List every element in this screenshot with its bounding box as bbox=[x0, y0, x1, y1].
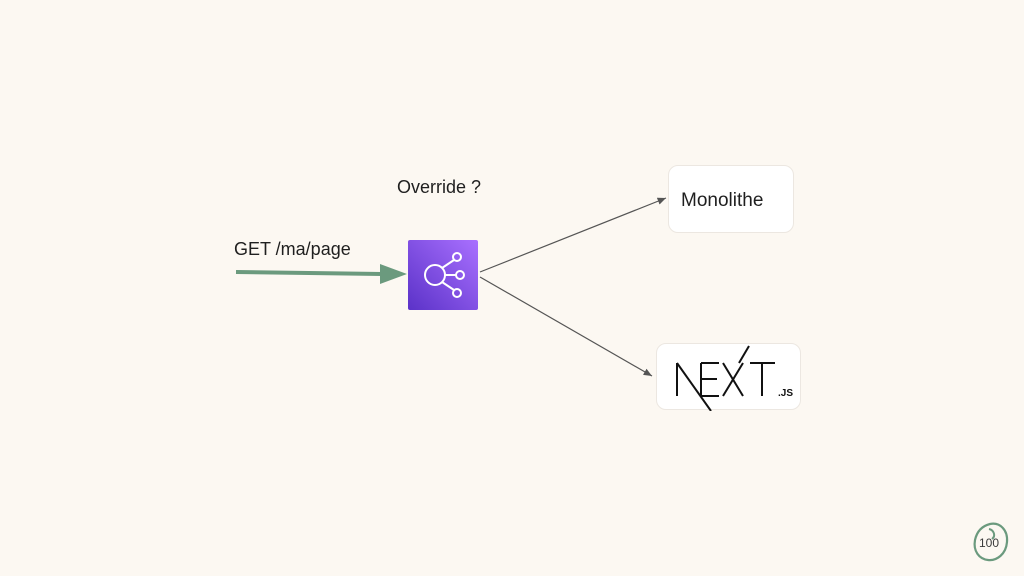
connector-to-monolith bbox=[479, 197, 667, 273]
monolith-label: Monolithe bbox=[681, 190, 764, 211]
override-question-label: Override ? bbox=[397, 177, 482, 197]
nextjs-suffix: .JS bbox=[778, 388, 793, 399]
page-number: 100 bbox=[978, 536, 1000, 550]
nextjs-card: .JS bbox=[656, 343, 801, 411]
connector-to-nextjs bbox=[479, 276, 653, 377]
nextjs-logo: .JS bbox=[676, 345, 793, 411]
leaf-logo-icon bbox=[973, 522, 1009, 562]
request-label: GET /ma/page bbox=[234, 239, 351, 259]
monolith-card: Monolithe bbox=[668, 165, 794, 233]
request-arrow bbox=[235, 264, 407, 284]
elastic-load-balancer-icon bbox=[408, 240, 478, 310]
